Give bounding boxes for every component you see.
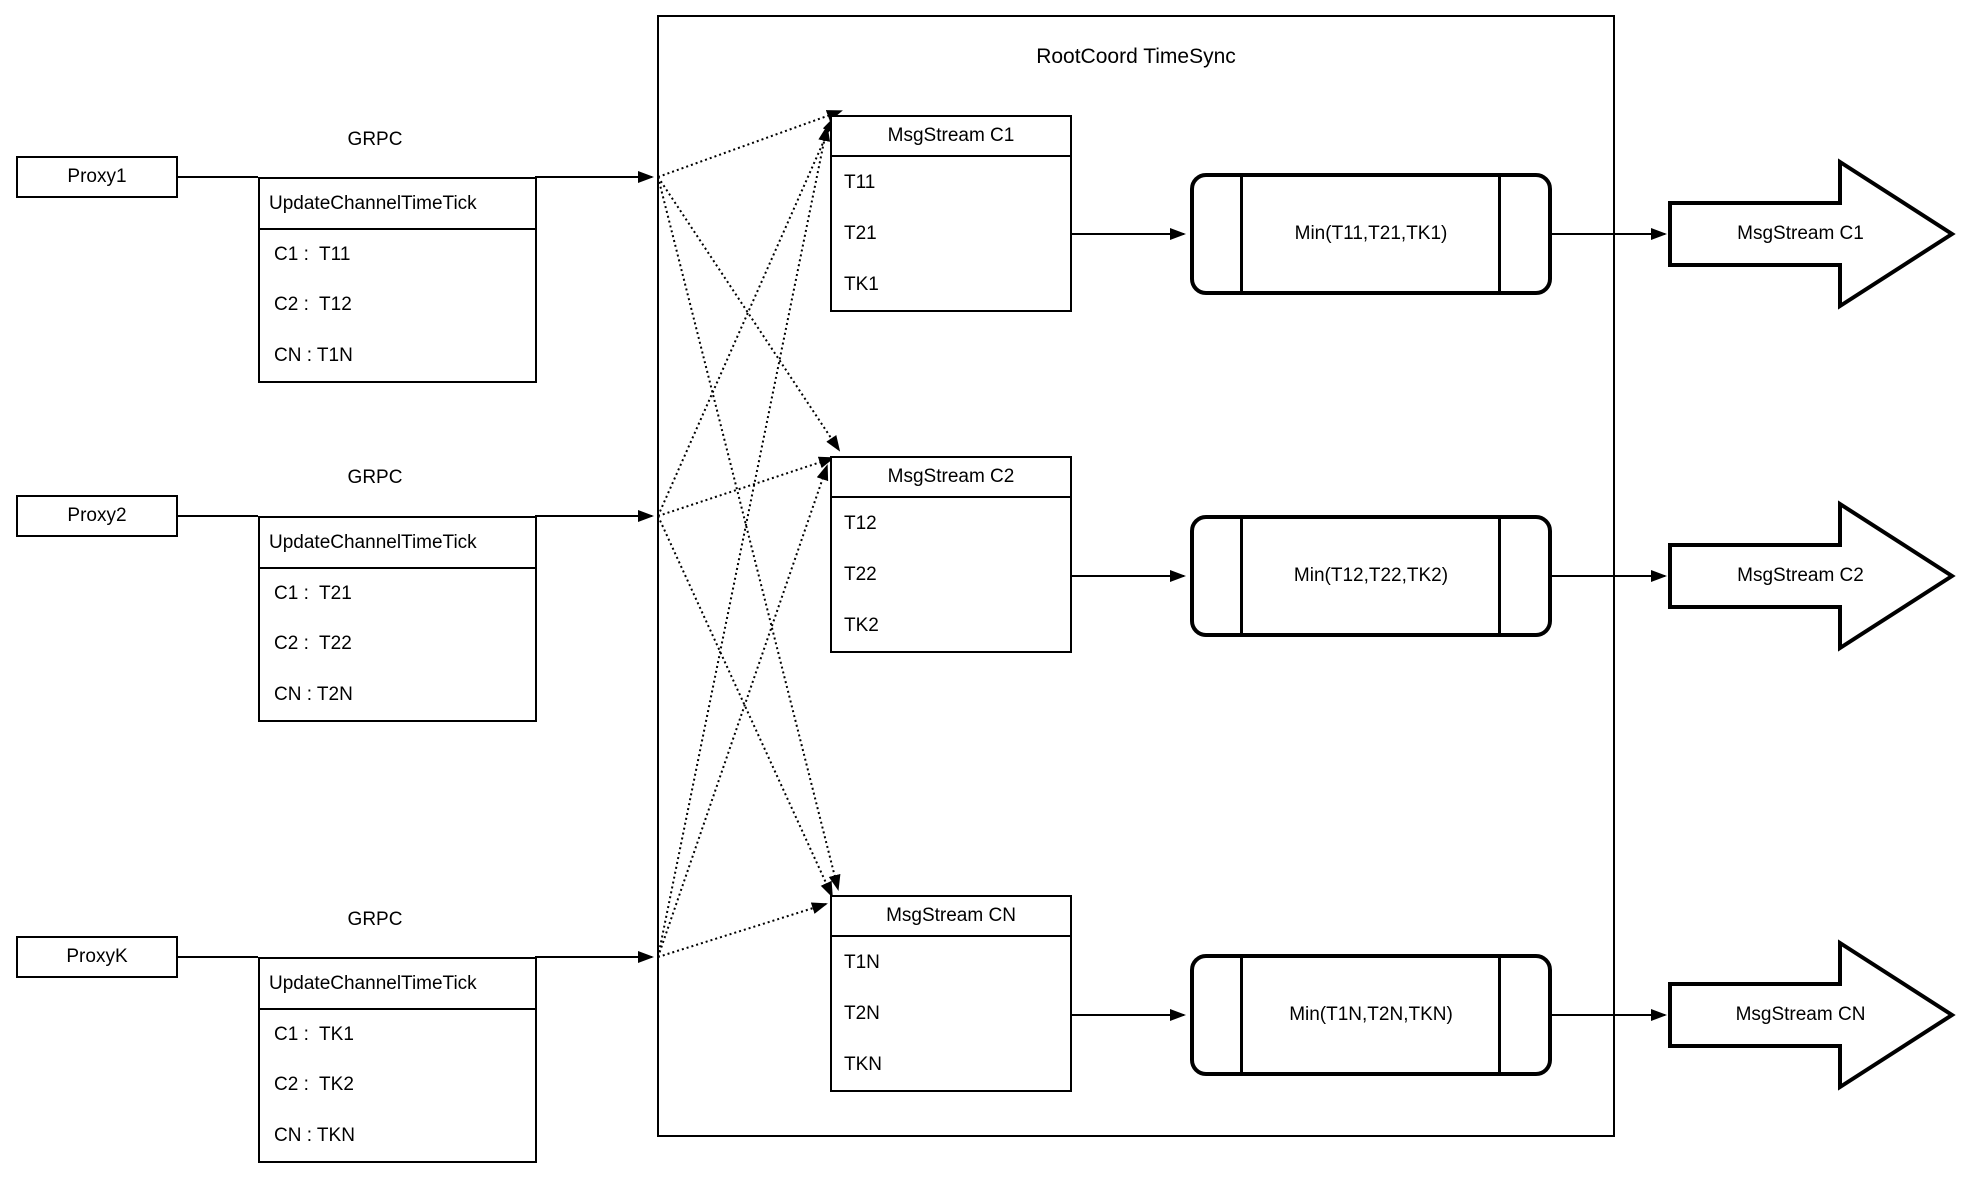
utt-row: C1 : T11 xyxy=(274,244,351,266)
ms-row: T11 xyxy=(844,171,876,193)
utt-row: C1 : T21 xyxy=(274,583,352,605)
ms-row: TK2 xyxy=(844,614,879,636)
min-box-divider xyxy=(1240,519,1243,633)
utt-table-1-header: UpdateChannelTimeTick xyxy=(260,179,535,230)
utt-table-3-body: C1 : TK1 C2 : TK2 CN : TKN xyxy=(260,1010,535,1161)
utt-row: C2 : T22 xyxy=(274,633,352,655)
min-to-output-arrows xyxy=(1552,228,1667,1021)
proxyk-label: ProxyK xyxy=(66,946,128,967)
utt-row: C1 : TK1 xyxy=(274,1024,354,1046)
min-box-cn: Min(T1N,T2N,TKN) xyxy=(1190,954,1552,1076)
grpc-label-3: GRPC xyxy=(347,909,403,930)
grpc-arrow-lines xyxy=(535,171,654,963)
msgstream-c2-body: T12 T22 TK2 xyxy=(832,498,1070,651)
fanout-dotted-arrows xyxy=(657,110,843,958)
ms-row: TKN xyxy=(844,1053,882,1075)
msgstream-c1-table: MsgStream C1 T11 T21 TK1 xyxy=(830,115,1072,312)
utt-row: C2 : T12 xyxy=(274,294,352,316)
update-channel-timetick-table-2: UpdateChannelTimeTick C1 : T21 C2 : T22 … xyxy=(258,516,537,722)
proxy1-label: Proxy1 xyxy=(67,166,127,187)
utt-row: CN : T2N xyxy=(274,683,353,705)
output-arrow-shapes xyxy=(1668,158,1956,1091)
utt-row: C2 : TK2 xyxy=(274,1074,354,1096)
msgstream-cn-title: MsgStream CN xyxy=(832,897,1070,937)
table-to-min-arrows xyxy=(1072,228,1186,1021)
min-label-cn: Min(T1N,T2N,TKN) xyxy=(1289,1004,1453,1025)
msgstream-c2-title: MsgStream C2 xyxy=(832,458,1070,498)
min-label-c1: Min(T11,T21,TK1) xyxy=(1294,223,1448,244)
output-arrow-label-cn: MsgStream CN xyxy=(1735,1004,1866,1025)
min-box-divider xyxy=(1240,958,1243,1072)
proxy2-box: Proxy2 xyxy=(16,495,178,537)
msgstream-cn-table: MsgStream CN T1N T2N TKN xyxy=(830,895,1072,1092)
proxy1-box: Proxy1 xyxy=(16,156,178,198)
output-arrow-label-c1: MsgStream C1 xyxy=(1737,223,1864,244)
rootcoord-title: RootCoord TimeSync xyxy=(1036,45,1236,68)
output-arrow-label-c2: MsgStream C2 xyxy=(1737,565,1864,586)
min-box-divider xyxy=(1498,519,1501,633)
ms-row: T2N xyxy=(844,1002,880,1024)
ms-row: T12 xyxy=(844,512,877,534)
update-channel-timetick-table-3: UpdateChannelTimeTick C1 : TK1 C2 : TK2 … xyxy=(258,957,537,1163)
output-arrow-shape-cn xyxy=(1668,939,1956,1091)
utt-table-2-header: UpdateChannelTimeTick xyxy=(260,518,535,569)
msgstream-c1-title: MsgStream C1 xyxy=(832,117,1070,157)
msgstream-c1-body: T11 T21 TK1 xyxy=(832,157,1070,310)
min-box-c1: Min(T11,T21,TK1) xyxy=(1190,173,1552,295)
ms-row: TK1 xyxy=(844,273,879,295)
proxy2-label: Proxy2 xyxy=(67,505,127,526)
utt-table-2-body: C1 : T21 C2 : T22 CN : T2N xyxy=(260,569,535,720)
proxyk-box: ProxyK xyxy=(16,936,178,978)
msgstream-c2-table: MsgStream C2 T12 T22 TK2 xyxy=(830,456,1072,653)
ms-row: T22 xyxy=(844,563,877,585)
grpc-label-1: GRPC xyxy=(347,129,403,150)
output-arrow-shape-c1 xyxy=(1668,158,1956,310)
proxy-link-lines xyxy=(178,176,258,958)
min-label-c2: Min(T12,T22,TK2) xyxy=(1293,565,1449,586)
output-arrow-shape-c2 xyxy=(1668,500,1956,652)
msgstream-cn-body: T1N T2N TKN xyxy=(832,937,1070,1090)
utt-table-1-body: C1 : T11 C2 : T12 CN : T1N xyxy=(260,230,535,381)
ms-row: T21 xyxy=(844,222,877,244)
min-box-c2: Min(T12,T22,TK2) xyxy=(1190,515,1552,637)
utt-table-3-header: UpdateChannelTimeTick xyxy=(260,959,535,1010)
min-box-divider xyxy=(1498,958,1501,1072)
utt-row: CN : TKN xyxy=(274,1124,355,1146)
min-box-divider xyxy=(1498,177,1501,291)
min-box-divider xyxy=(1240,177,1243,291)
ms-row: T1N xyxy=(844,951,880,973)
grpc-label-2: GRPC xyxy=(347,467,403,488)
update-channel-timetick-table-1: UpdateChannelTimeTick C1 : T11 C2 : T12 … xyxy=(258,177,537,383)
utt-row: CN : T1N xyxy=(274,344,353,366)
